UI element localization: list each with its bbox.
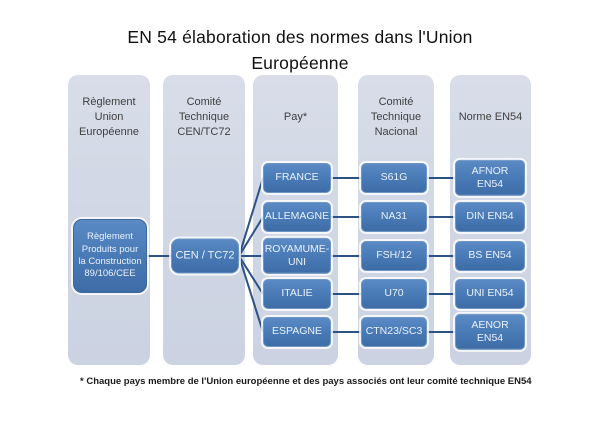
footnote: * Chaque pays membre de l'Union européen… xyxy=(80,376,532,387)
country-node-allemagne: ALLEMAGNE xyxy=(263,202,331,232)
country-node-italie: ITALIE xyxy=(263,279,331,309)
country-node-france: FRANCE xyxy=(263,163,331,193)
committee-node-fsh-12: FSH/12 xyxy=(361,241,427,271)
committee-node-na31: NA31 xyxy=(361,202,427,232)
committee-node-s61g: S61G xyxy=(361,163,427,193)
column-panel-comite-cen: Comité Technique CEN/TC72 xyxy=(163,75,245,365)
norm-node-din-en54: DIN EN54 xyxy=(455,202,525,232)
committee-node-u70: U70 xyxy=(361,279,427,309)
column-header-reglement: Règlement Union Européenne xyxy=(79,96,139,138)
norm-node-aenor-en54: AENOR EN54 xyxy=(455,313,525,351)
committee-node-ctn23-sc3: CTN23/SC3 xyxy=(361,317,427,347)
norm-node-bs-en54: BS EN54 xyxy=(455,241,525,271)
country-node-royamume-uni: ROYAMUME-UNI xyxy=(263,237,331,275)
norm-node-afnor-en54: AFNOR EN54 xyxy=(455,159,525,197)
column-header-comite-cen: Comité Technique CEN/TC72 xyxy=(177,96,231,138)
column-header-pays: Pay* xyxy=(283,111,308,124)
column-header-norme: Norme EN54 xyxy=(458,111,523,124)
diagram-title: EN 54 élaboration des normes dans l'Unio… xyxy=(127,27,473,74)
source-node-reglement-construction: Règlement Produits pour la Construction … xyxy=(73,219,147,293)
cen-tc72-node: CEN / TC72 xyxy=(171,238,239,274)
country-node-espagne: ESPAGNE xyxy=(263,317,331,347)
column-header-comite-national: Comité Technique Nacional xyxy=(370,96,422,138)
norm-node-uni-en54: UNI EN54 xyxy=(455,279,525,309)
